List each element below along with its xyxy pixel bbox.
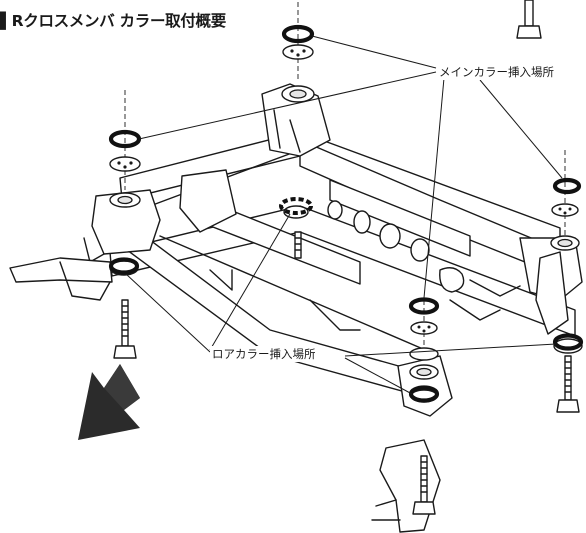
collar-rings [108,24,584,403]
leader-lines [125,35,563,395]
front-direction-arrow [78,364,140,440]
crossmember-frame [9,83,583,533]
main-collar-callout: メインカラー挿入場所 [437,64,556,80]
lower-collar-callout: ロアカラー挿入場所 [210,346,318,362]
washers [109,44,579,361]
diagram-title: ▌Rクロスメンバ カラー取付概要 [0,12,226,30]
bolts [113,0,580,515]
